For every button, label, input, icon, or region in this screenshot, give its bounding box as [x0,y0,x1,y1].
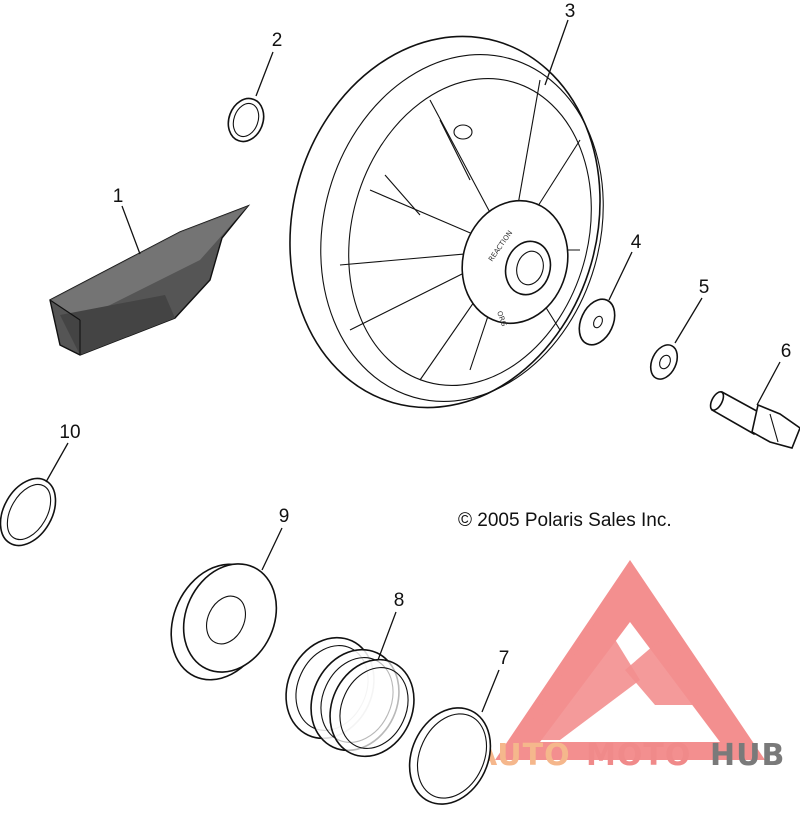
part-2-snap-ring [227,97,265,143]
callout-10: 10 [59,422,80,443]
watermark-text: AUTO MOTO HUB [474,738,785,773]
callout-8: 8 [394,590,405,611]
leader-lines [45,19,781,713]
callout-labels: 1 2 3 4 5 6 7 8 9 10 [59,1,791,669]
callout-4: 4 [631,232,642,253]
callout-3: 3 [565,1,576,22]
part-5-washer [649,344,679,380]
callout-6: 6 [781,341,792,362]
watermark-word-moto: MOTO [586,738,691,773]
part-8-spring-set [285,636,415,758]
callout-9: 9 [279,506,290,527]
part-9-spring-seat [170,563,278,681]
part-10-retaining-ring [0,477,57,547]
watermark-word-hub: HUB [710,738,785,773]
callout-7: 7 [499,648,510,669]
part-6-bolt [709,390,800,449]
part-7-snap-ring [408,707,492,805]
callout-2: 2 [272,30,283,51]
part-3-clutch-sheave: REACTION ORG [289,35,604,409]
callout-5: 5 [699,277,710,298]
callout-1: 1 [113,186,124,207]
part-1-wear-block [49,204,251,356]
part-4-washer [578,298,616,346]
watermark-logo [495,560,765,760]
copyright-text: © 2005 Polaris Sales Inc. [458,510,672,531]
